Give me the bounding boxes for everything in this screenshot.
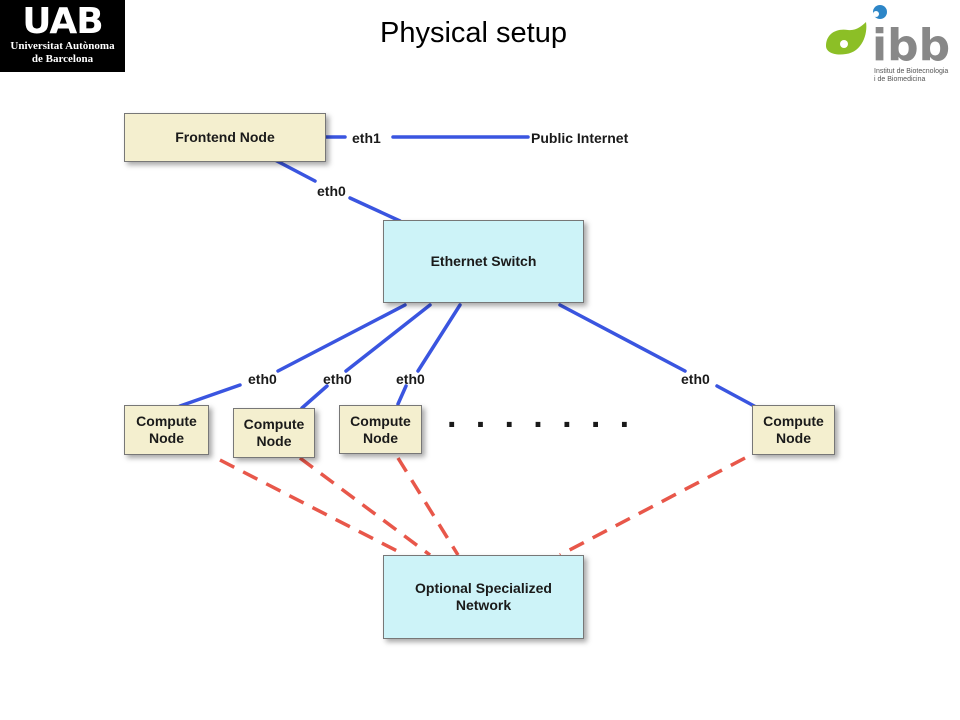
link-switch-node4 [558,303,687,373]
eth0-node2-label: eth0 [323,371,352,387]
compute-node-4: Compute Node [752,405,835,455]
compute-nodes-ellipsis: · · · · · · · [447,406,635,444]
eth1-label: eth1 [352,130,381,146]
uab-logo-line-2: de Barcelona [31,53,94,65]
svg-text:ibb: ibb [872,20,950,70]
link-eth0-node3 [396,384,408,406]
link-eth0-node4 [715,384,758,409]
link-eth0-node1 [178,383,242,408]
link-eth0-to-switch [348,196,402,223]
specialized-link-node2 [298,456,432,557]
uab-logo-mark: UAB [22,1,103,42]
uab-logo-line-1: Universitat Autònoma [10,40,115,52]
frontend-node: Frontend Node [124,113,326,162]
page-title: Physical setup [380,17,567,49]
ibb-logo-mark: ibb [826,5,950,70]
public-internet-label: Public Internet [531,130,629,146]
eth0-node3-label: eth0 [396,371,425,387]
ethernet-switch: Ethernet Switch [383,220,584,303]
link-switch-node2 [344,303,432,373]
compute-node-2: Compute Node [233,408,315,458]
ibb-logo-line-2: i de Biomedicina [874,76,926,83]
compute-node-1: Compute Node [124,405,209,455]
link-eth0-node2 [300,384,329,410]
link-switch-node1 [276,303,407,373]
ibb-logo: ibb Institut de Biotecnologia i de Biome… [822,0,960,86]
link-switch-node3 [416,303,462,373]
optional-specialized-network: Optional Specialized Network [383,555,584,639]
eth0-node4-label: eth0 [681,371,710,387]
eth0-frontend-label: eth0 [317,183,346,199]
specialized-link-node3 [396,457,460,556]
specialized-link-node4 [559,456,746,557]
ibb-logo-line-1: Institut de Biotecnologia [874,68,949,75]
link-frontend-to-eth0 [273,158,317,183]
uab-logo: UAB Universitat Autònoma de Barcelona [0,0,125,72]
eth0-node1-label: eth0 [248,371,277,387]
specialized-link-node1 [219,458,406,557]
compute-node-3: Compute Node [339,405,422,454]
